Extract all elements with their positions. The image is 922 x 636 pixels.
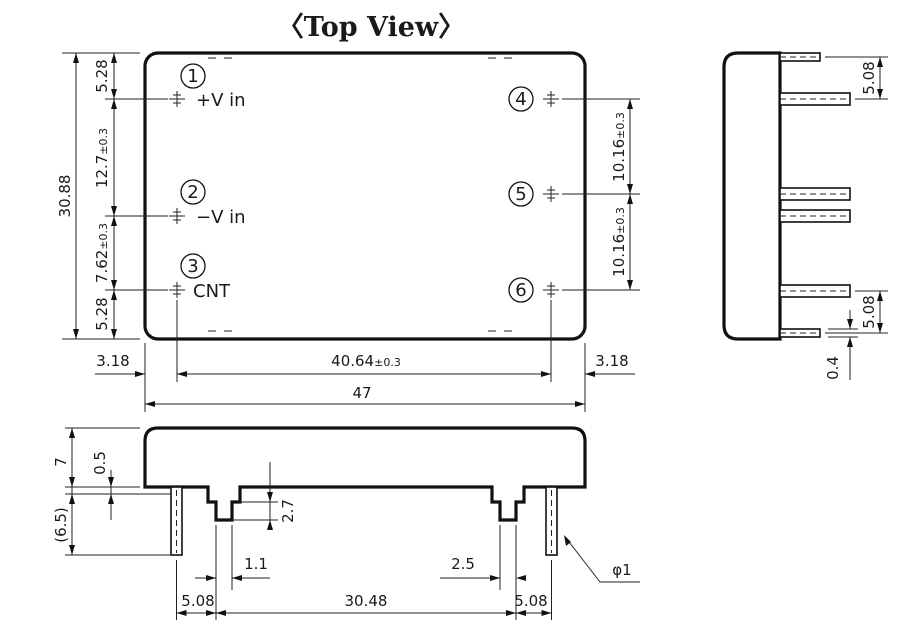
dim-left-top: 5.28	[93, 59, 111, 92]
pin-number-1: 1	[187, 66, 198, 87]
top-view-body	[143, 51, 587, 341]
pin-label-1: +V in	[196, 90, 246, 111]
pin-label-2: −V in	[196, 207, 246, 228]
dim-notch-depth: 2.7	[279, 499, 297, 523]
side-view-arrows	[847, 57, 883, 347]
side-view-pins	[779, 52, 851, 338]
top-view-bottom-arrows	[135, 371, 595, 407]
dim-right-pitch-1: 10.16±0.3	[610, 112, 628, 182]
dim-right-offset: 5.08	[514, 592, 547, 610]
dim-foot-width: 2.5	[451, 555, 475, 573]
dim-body-height: 7	[52, 457, 70, 467]
top-view-bottom-extension-lines	[95, 300, 635, 412]
top-view-left-arrows	[73, 53, 117, 339]
side-view-body	[722, 51, 782, 341]
dim-front-standoff: 0.5	[91, 451, 109, 475]
dim-left-offset: 5.08	[181, 592, 214, 610]
side-view-pin-centerlines	[780, 56, 850, 334]
top-view-edge-dashes	[208, 57, 512, 332]
dim-overall-width: 47	[352, 384, 371, 402]
pin-label-3: CNT	[193, 281, 231, 302]
dim-notch-width: 1.1	[244, 555, 268, 573]
dim-right-pitch-2: 10.16±0.3	[610, 207, 628, 277]
dim-pin-diameter: φ1	[612, 561, 631, 579]
view-title: 〈Top View〉	[277, 12, 465, 43]
dim-side-standoff: 0.4	[824, 356, 842, 380]
front-view-body	[143, 426, 587, 522]
dim-left-bottom: 5.28	[93, 297, 111, 330]
dim-pin-length: (6.5)	[52, 507, 70, 543]
dim-overall-height: 30.88	[56, 175, 74, 218]
pin-number-4: 4	[515, 89, 526, 110]
pin-number-3: 3	[187, 256, 198, 277]
front-view-arrows	[69, 428, 571, 616]
dim-side-top-offset: 5.08	[860, 61, 878, 94]
top-view-right-arrows	[627, 99, 633, 290]
dim-left-pitch-2: 7.62±0.3	[93, 223, 111, 283]
front-view-pin-centerlines	[176, 490, 552, 553]
pin-number-5: 5	[515, 184, 526, 205]
dim-pin-spacing: 30.48	[345, 592, 388, 610]
dim-left-pitch-1: 12.7±0.3	[93, 128, 111, 188]
dim-side-bottom-offset: 5.08	[860, 295, 878, 328]
pin-number-2: 2	[187, 182, 198, 203]
dim-right-edge: 3.18	[595, 352, 628, 370]
dim-pin-span: 40.64±0.3	[331, 352, 401, 370]
dim-left-edge: 3.18	[96, 352, 129, 370]
pin-number-6: 6	[515, 280, 526, 301]
